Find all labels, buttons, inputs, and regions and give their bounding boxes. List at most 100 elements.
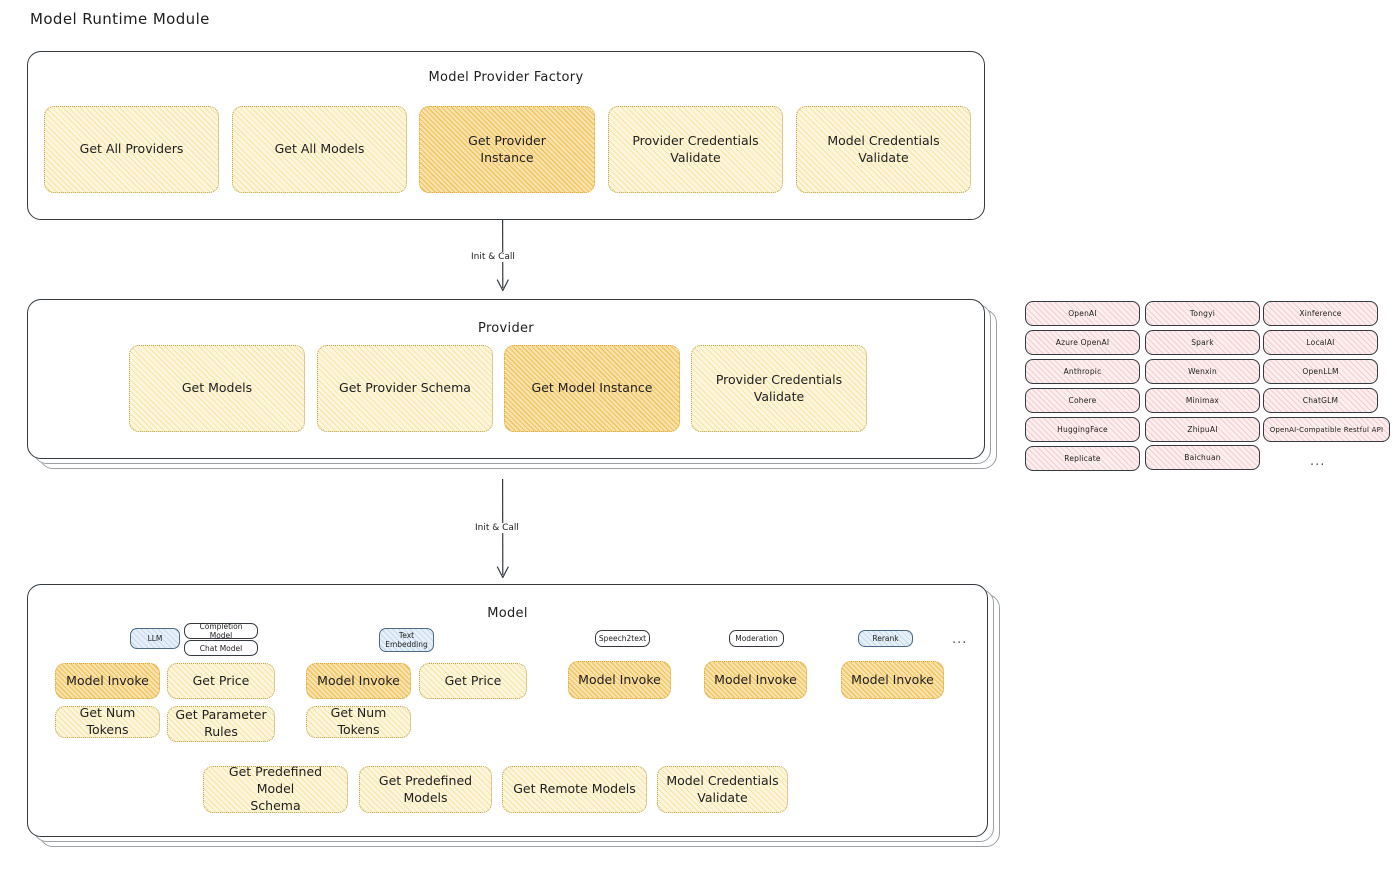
provider-pill-openai[interactable]: OpenAI: [1025, 301, 1140, 326]
provider-pill-label: ZhipuAI: [1187, 425, 1218, 434]
provider-pill-openai-compatible-restful-api[interactable]: OpenAI-Compatible Restful API: [1263, 417, 1390, 442]
provider-pill-minimax[interactable]: Minimax: [1145, 388, 1260, 413]
provider-method-label: Get Models: [181, 380, 253, 396]
provider-pill-label: Azure OpenAI: [1055, 338, 1110, 347]
model-moderation-method-model-invoke[interactable]: Model Invoke: [704, 661, 807, 699]
provider-pill-label: Tongyi: [1189, 309, 1216, 318]
factory-method-label: Model Credentials Validate: [827, 132, 940, 165]
model-method-label: Model Invoke: [317, 672, 400, 688]
provider-pill-baichuan[interactable]: Baichuan: [1145, 445, 1260, 470]
model-tag-label: Chat Model: [199, 643, 243, 653]
model-llm-method-get-parameter-rules[interactable]: Get Parameter Rules: [167, 706, 275, 742]
model-shared-method-get-predefined-models[interactable]: Get Predefined Models: [359, 766, 492, 813]
model-rerank-method-model-invoke[interactable]: Model Invoke: [841, 661, 944, 699]
model-text-embedding-method-model-invoke[interactable]: Model Invoke: [306, 663, 411, 699]
provider-pill-azure-openai[interactable]: Azure OpenAI: [1025, 330, 1140, 355]
provider-pill-huggingface[interactable]: HuggingFace: [1025, 417, 1140, 442]
provider-method-get-model-instance[interactable]: Get Model Instance: [504, 345, 680, 432]
model-method-label: Model Credentials Validate: [666, 772, 779, 805]
model-tag-speech2text[interactable]: Speech2text: [595, 630, 650, 647]
provider-pill-label: Wenxin: [1188, 367, 1217, 376]
provider-pill-label: ChatGLM: [1302, 396, 1339, 405]
model-tag-chat-model[interactable]: Chat Model: [184, 640, 258, 656]
factory-method-get-all-providers[interactable]: Get All Providers: [44, 106, 219, 193]
provider-pill-label: OpenAI-Compatible Restful API: [1269, 425, 1384, 434]
provider-pill-openllm[interactable]: OpenLLM: [1263, 359, 1378, 384]
factory-method-label: Get Provider Instance: [468, 132, 546, 165]
factory-method-label: Provider Credentials Validate: [632, 132, 759, 165]
model-method-label: Model Invoke: [851, 671, 934, 687]
provider-pill-tongyi[interactable]: Tongyi: [1145, 301, 1260, 326]
factory-method-get-provider-instance[interactable]: Get Provider Instance: [419, 106, 595, 193]
model-title: Model: [487, 606, 528, 621]
model-tag-text-embedding[interactable]: Text Embedding: [379, 628, 434, 652]
provider-method-label: Get Model Instance: [531, 380, 653, 396]
provider-pill-label: Anthropic: [1063, 367, 1102, 376]
provider-method-get-models[interactable]: Get Models: [129, 345, 305, 432]
model-tag-label: Moderation: [735, 634, 778, 643]
model-text-embedding-method-get-num-tokens[interactable]: Get Num Tokens: [306, 705, 411, 738]
provider-pill-label: Replicate: [1064, 454, 1101, 463]
provider-pill-replicate[interactable]: Replicate: [1025, 446, 1140, 471]
model-text-embedding-method-get-price[interactable]: Get Price: [419, 663, 527, 699]
model-method-label: Get Predefined Model Schema: [228, 764, 323, 813]
provider-pill-spark[interactable]: Spark: [1145, 330, 1260, 355]
arrow-label-init-and-call-2: Init & Call: [472, 523, 522, 533]
model-tag-llm[interactable]: LLM: [130, 628, 180, 649]
model-method-label: Get Num Tokens: [79, 705, 136, 737]
model-method-label: Model Invoke: [578, 671, 661, 687]
model-tag-label: Text Embedding: [385, 631, 428, 649]
provider-pill-label: Cohere: [1068, 396, 1097, 405]
model-shared-method-model-credentials-validate[interactable]: Model Credentials Validate: [657, 766, 788, 813]
provider-pill-wenxin[interactable]: Wenxin: [1145, 359, 1260, 384]
provider-pill-label: LocalAI: [1306, 338, 1335, 347]
provider-method-label: Get Provider Schema: [339, 380, 471, 396]
provider-pill-label: Minimax: [1185, 396, 1220, 405]
model-method-label: Get Predefined Models: [378, 772, 473, 805]
model-method-label: Get Parameter Rules: [175, 707, 267, 739]
model-llm-method-model-invoke[interactable]: Model Invoke: [55, 663, 160, 699]
model-method-label: Get Price: [444, 672, 502, 688]
model-speech2text-method-model-invoke[interactable]: Model Invoke: [568, 661, 671, 699]
provider-pill-xinference[interactable]: Xinference: [1263, 301, 1378, 326]
model-groups-more: ...: [952, 632, 968, 647]
page-title: Model Runtime Module: [30, 10, 210, 28]
model-shared-method-get-remote-models[interactable]: Get Remote Models: [502, 766, 647, 813]
provider-pill-localai[interactable]: LocalAI: [1263, 330, 1378, 355]
provider-pill-label: Xinference: [1299, 309, 1342, 318]
factory-method-provider-credentials-validate[interactable]: Provider Credentials Validate: [608, 106, 783, 193]
model-tag-completion-model[interactable]: Completion Model: [184, 622, 258, 640]
model-llm-method-get-num-tokens[interactable]: Get Num Tokens: [55, 705, 160, 738]
provider-pill-chatglm[interactable]: ChatGLM: [1263, 388, 1378, 413]
provider-pill-label: Spark: [1191, 338, 1214, 347]
factory-method-label: Get All Providers: [79, 141, 184, 157]
provider-pill-label: HuggingFace: [1057, 425, 1108, 434]
provider-pill-label: OpenAI: [1068, 309, 1097, 318]
model-tag-label: LLM: [147, 634, 163, 643]
model-llm-method-get-price[interactable]: Get Price: [167, 663, 275, 699]
model-shared-method-get-predefined-model-schema[interactable]: Get Predefined Model Schema: [203, 764, 348, 813]
model-method-label: Model Invoke: [714, 671, 797, 687]
model-method-label: Get Remote Models: [513, 781, 636, 797]
model-tag-label: Speech2text: [598, 634, 647, 643]
provider-list-more: ...: [1310, 454, 1326, 469]
arrow-label-init-and-call-1: Init & Call: [468, 252, 518, 262]
factory-method-model-credentials-validate[interactable]: Model Credentials Validate: [796, 106, 971, 193]
provider-title: Provider: [478, 321, 534, 336]
factory-method-label: Get All Models: [274, 141, 365, 157]
factory-method-get-all-models[interactable]: Get All Models: [232, 106, 407, 193]
model-tag-rerank[interactable]: Rerank: [858, 630, 913, 647]
provider-pill-zhipuai[interactable]: ZhipuAI: [1145, 417, 1260, 442]
model-method-label: Get Price: [192, 672, 250, 688]
provider-pill-anthropic[interactable]: Anthropic: [1025, 359, 1140, 384]
model-method-label: Get Num Tokens: [330, 705, 387, 737]
provider-pill-label: OpenLLM: [1302, 367, 1339, 376]
model-tag-label: Rerank: [872, 634, 899, 643]
model-tag-moderation[interactable]: Moderation: [729, 630, 784, 647]
model-method-label: Model Invoke: [66, 672, 149, 688]
provider-pill-cohere[interactable]: Cohere: [1025, 388, 1140, 413]
provider-method-label: Provider Credentials Validate: [715, 371, 843, 404]
provider-method-get-provider-schema[interactable]: Get Provider Schema: [317, 345, 493, 432]
provider-method-provider-credentials-validate[interactable]: Provider Credentials Validate: [691, 345, 867, 432]
